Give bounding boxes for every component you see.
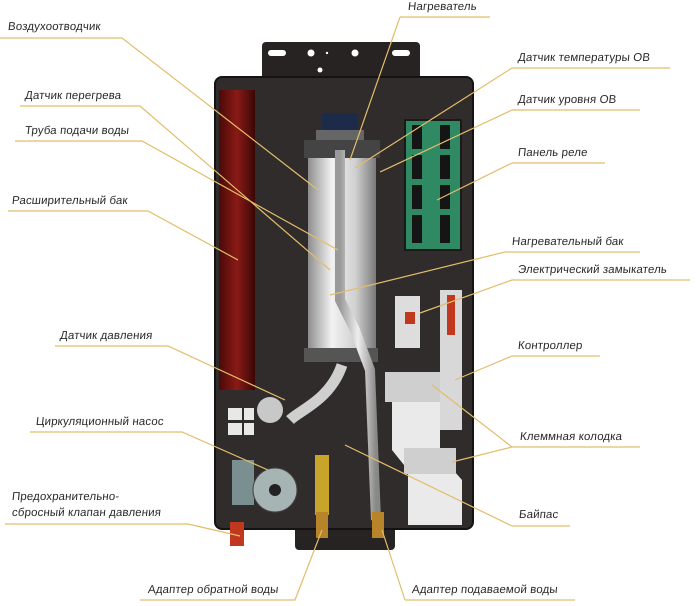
label-pressure-sensor: Датчик давления — [59, 330, 154, 342]
label-heating-tank: Нагревательный бак — [511, 236, 625, 248]
label-controller: Контроллер — [517, 340, 584, 352]
supply-pipe-shape — [335, 150, 381, 521]
label-expansion-tank: Расширительный бак — [11, 195, 129, 207]
label-level-sensor: Датчик уровня ОВ — [517, 94, 617, 106]
label-contactor: Электрический замыкатель — [517, 264, 668, 276]
label-temp-sensor: Датчик температуры ОВ — [517, 52, 651, 64]
label-relay-panel: Панель реле — [517, 147, 589, 159]
safety-valve-shape — [230, 522, 244, 546]
label-safety-valve-line1: Предохранительно- — [11, 491, 120, 503]
label-air-vent: Воздухоотводчик — [7, 21, 102, 33]
label-overheat-sensor: Датчик перегрева — [24, 90, 122, 102]
pressure-sensor-shape — [257, 397, 283, 423]
label-supply-pipe: Труба подачи воды — [24, 125, 130, 137]
label-safety-valve-line2: сбросный клапан давления — [11, 507, 162, 519]
terminal-block-top — [385, 372, 440, 402]
label-return-adapter: Адаптер обратной воды — [147, 584, 280, 596]
label-terminal-block: Клеммная колодка — [519, 431, 623, 443]
expansion-tank-shape — [219, 90, 255, 390]
label-circulation-pump: Циркуляционный насос — [35, 416, 165, 428]
top-mount-plate — [262, 42, 420, 87]
label-heater: Нагреватель — [407, 1, 478, 13]
terminal-block-bottom — [404, 448, 456, 474]
label-bypass: Байпас — [518, 509, 559, 521]
label-supply-adapter: Адаптер подаваемой воды — [411, 584, 559, 596]
leader-lines — [0, 16, 690, 601]
